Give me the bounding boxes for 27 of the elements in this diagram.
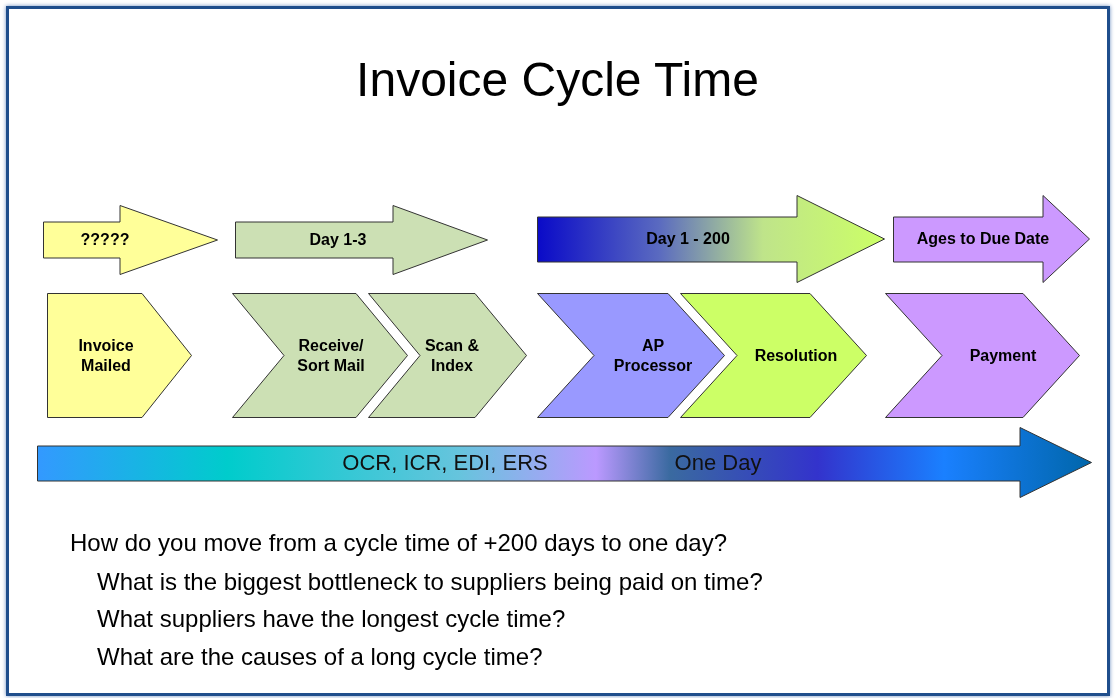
step-label: Ages to Due Date	[916, 229, 1050, 249]
duration-banner	[893, 195, 1090, 283]
duration-banner	[537, 195, 885, 283]
chevron-step	[368, 293, 527, 418]
step-label: Scan & Index	[423, 335, 481, 376]
chevron-step	[232, 293, 408, 418]
duration-banner	[235, 205, 488, 275]
step-label: AP Processor	[612, 335, 694, 376]
slide-title: Invoice Cycle Time	[355, 52, 760, 108]
step-label: OCR, ICR, EDI, ERS	[342, 448, 548, 477]
step-label: ?????	[80, 230, 130, 250]
step-label: Payment	[969, 345, 1037, 366]
step-label: One Day	[674, 448, 762, 477]
duration-banner	[37, 427, 1092, 498]
duration-banner	[43, 205, 218, 275]
step-label: Day 1 - 200	[646, 229, 730, 249]
question-text: What are the causes of a long cycle time?	[97, 642, 543, 672]
question-text: How do you move from a cycle time of +200 days to one day?	[70, 528, 727, 558]
chevron-step	[537, 293, 725, 418]
step-label: Receive/ Sort Mail	[296, 335, 366, 376]
chevron-step	[885, 293, 1080, 418]
question-text: What suppliers have the longest cycle time?	[97, 604, 566, 634]
question-text: What is the biggest bottleneck to suppliers being paid on time?	[97, 567, 763, 597]
step-label: Resolution	[754, 345, 838, 366]
step-label: Day 1-3	[309, 230, 367, 250]
pentagon-step	[47, 293, 192, 418]
step-label: Invoice Mailed	[77, 335, 135, 376]
